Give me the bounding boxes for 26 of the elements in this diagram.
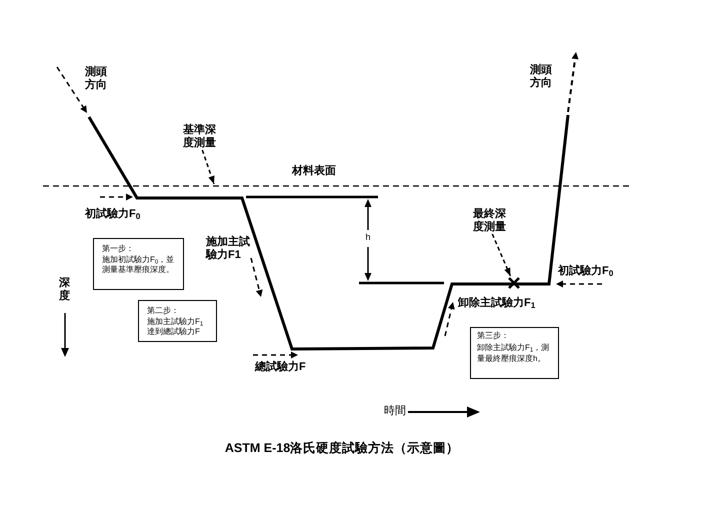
label-text: 卸除主試驗力F$_{1}$ <box>458 297 536 310</box>
callout-text: 基準深度測量 <box>183 124 218 149</box>
label-text: 總試驗力F <box>255 361 306 374</box>
step-title: 第三步： <box>477 330 509 342</box>
label-text: 初試驗力F$_{0}$ <box>558 265 614 278</box>
cross-mark <box>508 277 520 289</box>
step-text: 施加主試驗力F$_{1}$達到總試驗力F <box>147 316 204 338</box>
label-text: 測頭方向 <box>85 66 108 91</box>
leader-arrow <box>492 234 512 276</box>
axis-label: 時間 <box>384 405 406 418</box>
step-box <box>470 327 559 379</box>
step-title: 第二步： <box>147 306 179 316</box>
axis-label: 深度 <box>59 277 71 302</box>
label-text: 初試驗力F$_{0}$ <box>85 208 140 220</box>
callout-text: 最終深度測量 <box>473 208 508 233</box>
step-box <box>93 238 184 290</box>
step-text: 卸除主試驗力F$_{1}$，測量最終壓痕深度h。 <box>477 342 550 364</box>
step-box <box>138 300 217 342</box>
step-text: 施加初試驗力F$_{0}$，並測量基準壓痕深度。 <box>102 254 176 276</box>
label-text: 施加主試驗力F1 <box>206 236 251 261</box>
label-text: 測頭方向 <box>530 64 553 89</box>
step-title: 第一步： <box>102 244 134 254</box>
dimension-label: h <box>366 232 371 243</box>
leader-arrow <box>202 150 215 184</box>
label-text: 材料表面 <box>292 165 336 178</box>
caption: ASTM E-18洛氏硬度試驗方法（示意圖） <box>224 441 460 456</box>
